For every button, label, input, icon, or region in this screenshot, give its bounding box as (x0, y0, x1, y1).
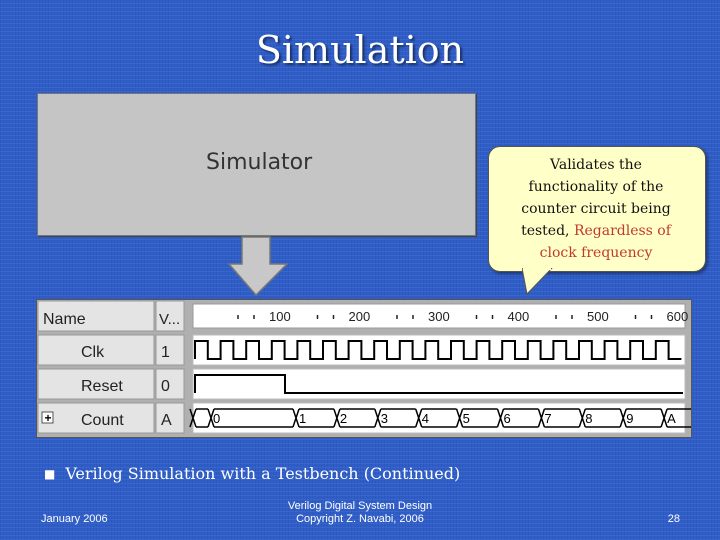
bus-transition (619, 408, 627, 428)
callout-line-2: functionality of the (528, 179, 664, 195)
ruler-tick-label: 300 (428, 309, 450, 324)
callout-line-1: Validates the (550, 157, 642, 173)
reset-waveform (194, 374, 683, 394)
bus-transition (537, 408, 546, 428)
bus-transition (189, 408, 197, 428)
simulator-box (37, 93, 476, 236)
bullet-text: Verilog Simulation with a Testbench (Con… (65, 464, 461, 483)
signal-value-label: 0 (161, 378, 170, 395)
expand-icon (41, 411, 54, 424)
value-header-label: V... (159, 311, 180, 328)
bus-transition (455, 408, 464, 428)
signal-value-cell (155, 334, 185, 366)
count-value-label: 8 (585, 411, 592, 426)
count-value-label: 9 (626, 411, 633, 426)
footer-course-line-1: Verilog Digital System Design (287, 500, 433, 512)
callout-tail (522, 268, 553, 296)
footer-course: Verilog Digital System Design Copyright … (260, 500, 460, 526)
callout-line-4-highlight: Regardless of (573, 223, 671, 239)
count-value-label: 4 (422, 411, 429, 426)
name-header-label: Name (43, 311, 86, 328)
bus-transition (207, 408, 215, 428)
signal-name-label: Clk (81, 344, 105, 361)
footer-date: January 2006 (41, 513, 108, 525)
time-ruler (192, 303, 686, 329)
bus-transition (496, 408, 505, 428)
clk-waveform (194, 340, 682, 360)
signal-value-label: 1 (161, 344, 170, 361)
signal-name-label: Reset (81, 378, 123, 395)
ruler-tick-label: 100 (269, 309, 291, 324)
signal-name-cell (37, 334, 155, 366)
count-value-label: 0 (213, 411, 220, 426)
name-column-header (37, 300, 155, 332)
bus-transition (292, 408, 300, 428)
callout-line-4: tested, Regardless of (492, 220, 700, 242)
footer-course-line-2: Copyright Z. Navabi, 2006 (296, 513, 424, 525)
callout-text: Validates the functionality of the count… (492, 154, 700, 264)
callout-line-3: counter circuit being (521, 201, 671, 217)
count-value-label: 3 (381, 411, 388, 426)
bus-transition (578, 408, 587, 428)
signal-wave-cell (192, 402, 686, 434)
count-value-label: 5 (463, 411, 470, 426)
value-column-header (155, 300, 185, 332)
bullet-item: ■ Verilog Simulation with a Testbench (Co… (44, 464, 460, 483)
bus-transition (374, 408, 382, 428)
page-number: 28 (667, 513, 680, 525)
callout-line-4-prefix: tested, (521, 223, 574, 239)
ruler-tick-label: 200 (349, 309, 371, 324)
signal-name-label: Count (81, 412, 124, 429)
signal-wave-cell (192, 368, 686, 400)
ruler-tick-label: 500 (587, 309, 609, 324)
signal-name-cell (37, 402, 155, 434)
bus-transition (414, 408, 423, 428)
signal-name-cell (37, 368, 155, 400)
count-value-label: 1 (299, 411, 306, 426)
count-value-label: 2 (340, 411, 347, 426)
count-value-label: 6 (504, 411, 511, 426)
signal-value-label: A (161, 412, 172, 429)
callout-line-5: clock frequency (539, 245, 653, 261)
down-arrow-icon (228, 236, 289, 297)
count-value-label: 7 (544, 411, 551, 426)
signal-value-cell (155, 402, 185, 434)
simulator-label: Simulator (206, 150, 313, 175)
count-value-label: A (667, 411, 676, 426)
slide-title: Simulation (255, 28, 465, 72)
expand-glyph: + (45, 411, 52, 425)
ruler-tick-label: 400 (508, 309, 530, 324)
bus-transition (333, 408, 341, 428)
callout-bubble (488, 146, 706, 272)
bullet-square-icon: ■ (44, 467, 56, 481)
ruler-tick-label: 600 (667, 309, 689, 324)
bus-transition (660, 408, 668, 428)
signal-value-cell (155, 368, 185, 400)
